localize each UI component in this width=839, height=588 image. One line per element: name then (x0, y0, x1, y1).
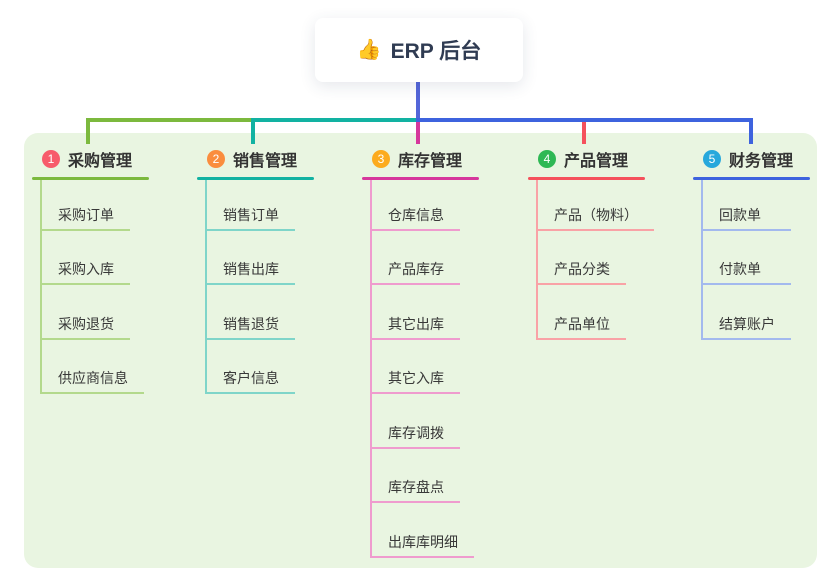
child-node[interactable]: 产品（物料） (536, 205, 654, 231)
child-node[interactable]: 其它入库 (370, 368, 460, 394)
branch-label: 销售管理 (233, 153, 298, 170)
branch-number-badge: 2 (207, 150, 225, 168)
branch-label: 采购管理 (68, 153, 133, 170)
child-node[interactable]: 其它出库 (370, 314, 460, 340)
branch-number-badge: 4 (538, 150, 556, 168)
child-node[interactable]: 仓库信息 (370, 205, 460, 231)
branch-node-purchase[interactable]: 1 采购管理 (42, 148, 132, 170)
mindmap-green-panel (24, 133, 817, 568)
children-connector-line (701, 180, 703, 340)
child-node[interactable]: 采购入库 (40, 259, 130, 285)
bus-line-left (86, 118, 255, 122)
branch-underline (362, 177, 479, 180)
branch-number-badge: 1 (42, 150, 60, 168)
child-node[interactable]: 客户信息 (205, 368, 295, 394)
branch-drop-line-5 (749, 118, 753, 144)
child-node[interactable]: 产品单位 (536, 314, 626, 340)
branch-underline (197, 177, 314, 180)
branch-underline (693, 177, 810, 180)
branch-label: 产品管理 (564, 153, 629, 170)
branch-drop-line-2 (251, 118, 255, 144)
branch-number-badge: 5 (703, 150, 721, 168)
child-node[interactable]: 销售出库 (205, 259, 295, 285)
branch-node-finance[interactable]: 5 财务管理 (703, 148, 793, 170)
child-node[interactable]: 采购退货 (40, 314, 130, 340)
child-node[interactable]: 库存调拨 (370, 423, 460, 449)
child-node[interactable]: 销售订单 (205, 205, 295, 231)
branch-underline (32, 177, 149, 180)
branch-label: 库存管理 (398, 153, 463, 170)
children-connector-line (205, 180, 207, 394)
child-node[interactable]: 采购订单 (40, 205, 130, 231)
root-connector-line (416, 82, 420, 118)
branch-number-badge: 3 (372, 150, 390, 168)
child-node[interactable]: 产品分类 (536, 259, 626, 285)
branch-underline (528, 177, 645, 180)
bus-line-right (416, 118, 753, 122)
child-node[interactable]: 产品库存 (370, 259, 460, 285)
bus-line-mid (251, 118, 420, 122)
children-connector-line (536, 180, 538, 340)
root-node-erp[interactable]: 👍 ERP 后台 (315, 18, 523, 82)
root-label: ERP 后台 (390, 40, 482, 63)
child-node[interactable]: 销售退货 (205, 314, 295, 340)
branch-node-product[interactable]: 4 产品管理 (538, 148, 628, 170)
branch-node-inventory[interactable]: 3 库存管理 (372, 148, 462, 170)
branch-drop-line-3 (416, 122, 420, 144)
branch-node-sales[interactable]: 2 销售管理 (207, 148, 297, 170)
child-node[interactable]: 供应商信息 (40, 368, 144, 394)
child-node[interactable]: 回款单 (701, 205, 791, 231)
children-connector-line (370, 180, 372, 558)
child-node[interactable]: 付款单 (701, 259, 791, 285)
child-node[interactable]: 结算账户 (701, 314, 791, 340)
branch-drop-line-1 (86, 118, 90, 144)
branch-drop-line-4 (582, 122, 586, 144)
branch-label: 财务管理 (729, 153, 794, 170)
child-node[interactable]: 库存盘点 (370, 477, 460, 503)
child-node[interactable]: 出库库明细 (370, 532, 474, 558)
children-connector-line (40, 180, 42, 394)
thumbs-up-icon: 👍 (356, 39, 382, 61)
